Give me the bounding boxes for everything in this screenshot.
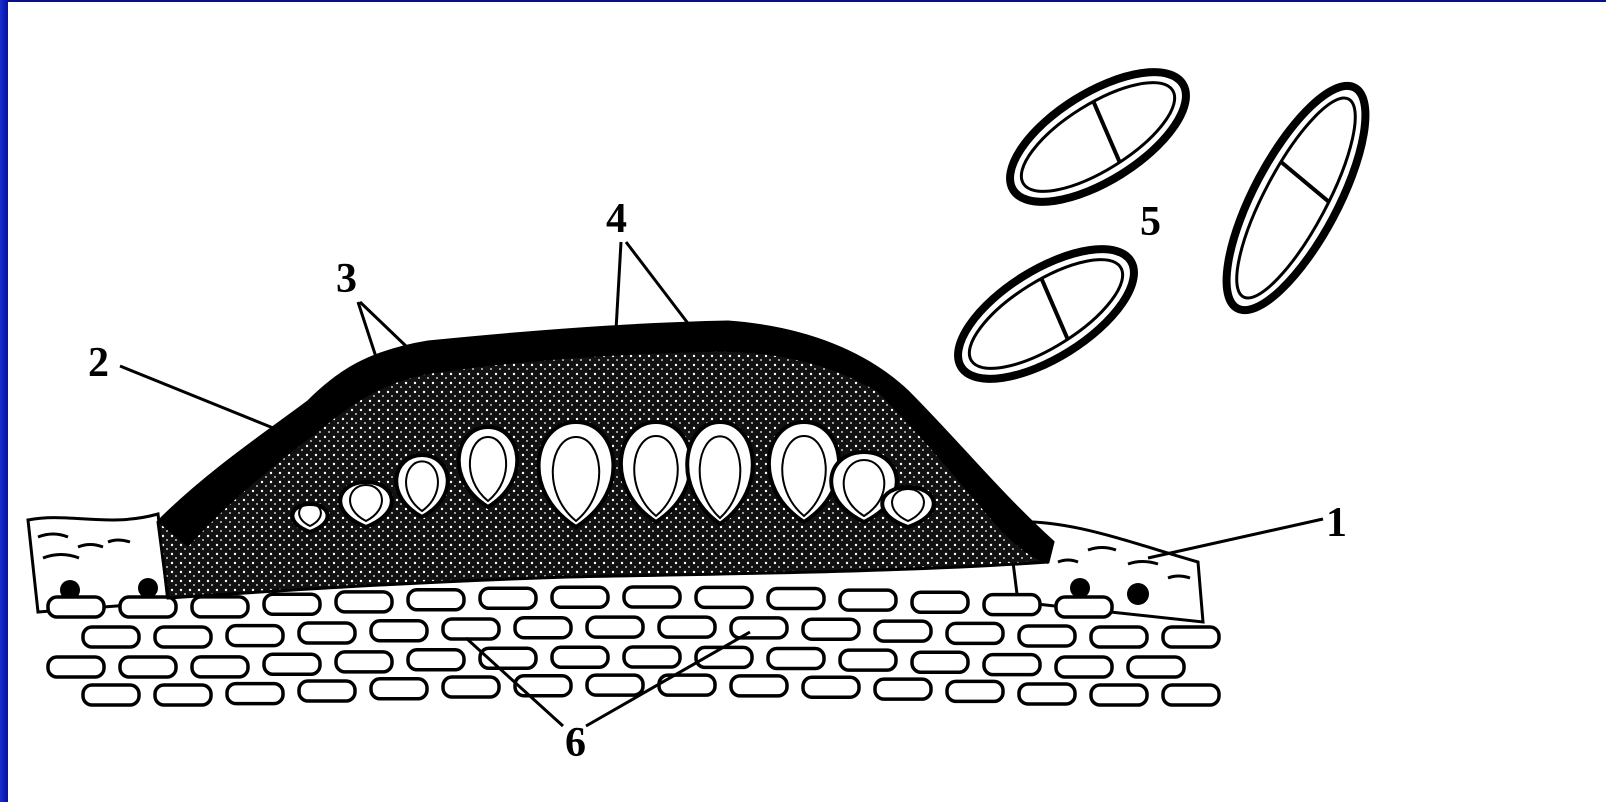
host-cell — [443, 677, 499, 697]
host-cell — [227, 626, 283, 646]
host-cell — [371, 679, 427, 699]
label-4: 4 — [606, 196, 627, 242]
host-cell — [947, 623, 1003, 643]
host-cell — [299, 681, 355, 701]
host-cell — [624, 587, 680, 607]
host-cell — [192, 657, 248, 677]
host-cell — [768, 648, 824, 668]
host-cell — [48, 597, 104, 617]
ascus — [292, 504, 327, 532]
host-cell — [515, 618, 571, 638]
host-cell — [768, 588, 824, 608]
host-cell — [875, 679, 931, 699]
label-2: 2 — [88, 340, 109, 386]
host-cell — [984, 595, 1040, 615]
label-6: 6 — [565, 720, 586, 766]
host-cell — [731, 676, 787, 696]
host-cell — [83, 685, 139, 705]
host-cell — [1056, 597, 1112, 617]
host-cell — [1056, 657, 1112, 677]
host-cell — [1128, 657, 1184, 677]
host-cell — [840, 650, 896, 670]
host-cell — [408, 650, 464, 670]
host-cell — [48, 657, 104, 677]
label-5: 5 — [1140, 199, 1161, 245]
host-cell — [984, 655, 1040, 675]
leader-line-4 — [626, 242, 690, 326]
host-cell — [659, 617, 715, 637]
host-cell — [696, 587, 752, 607]
host-cell — [552, 647, 608, 667]
label-1: 1 — [1326, 500, 1347, 546]
host-cell — [443, 619, 499, 639]
host-cell — [336, 592, 392, 612]
host-cell — [515, 676, 571, 696]
host-cell-nucleus — [1127, 583, 1149, 605]
host-cell — [803, 619, 859, 639]
host-cell-nucleus — [138, 578, 158, 598]
host-cell — [1091, 685, 1147, 705]
host-cell — [875, 621, 931, 641]
host-cell — [1019, 684, 1075, 704]
host-cell-nucleus — [1070, 578, 1090, 598]
host-cell — [1019, 626, 1075, 646]
ascospore — [990, 47, 1206, 228]
host-cell — [155, 685, 211, 705]
label-3: 3 — [336, 256, 357, 302]
leader-line-4 — [616, 242, 621, 330]
ascospores — [938, 47, 1392, 405]
host-cell — [1163, 627, 1219, 647]
host-cell — [83, 627, 139, 647]
host-cell — [552, 587, 608, 607]
host-cell — [192, 597, 248, 617]
host-cell — [840, 590, 896, 610]
host-cell — [120, 597, 176, 617]
sorus-cross-section-diagram: 1 2 3 4 5 6 — [8, 2, 1606, 802]
leader-line-2 — [120, 366, 283, 432]
host-cell — [1163, 685, 1219, 705]
host-cell — [731, 618, 787, 638]
host-cell — [912, 592, 968, 612]
host-cell — [299, 623, 355, 643]
diagram-canvas: 1 2 3 4 5 6 — [8, 2, 1606, 802]
host-cell — [947, 681, 1003, 701]
host-cell — [912, 652, 968, 672]
host-cell — [336, 652, 392, 672]
host-cell — [587, 617, 643, 637]
ascospore — [1200, 68, 1392, 328]
host-cell — [120, 657, 176, 677]
host-cell — [803, 677, 859, 697]
host-cell — [264, 594, 320, 614]
host-cell — [1091, 627, 1147, 647]
host-cell — [227, 684, 283, 704]
host-cell — [155, 627, 211, 647]
ascospore — [938, 224, 1154, 405]
host-cell — [624, 647, 680, 667]
host-cell — [480, 588, 536, 608]
leader-line-3 — [360, 302, 408, 348]
host-cell — [408, 590, 464, 610]
host-cell — [587, 675, 643, 695]
host-cell — [371, 621, 427, 641]
host-cell — [264, 654, 320, 674]
leader-line-1 — [1148, 519, 1323, 558]
